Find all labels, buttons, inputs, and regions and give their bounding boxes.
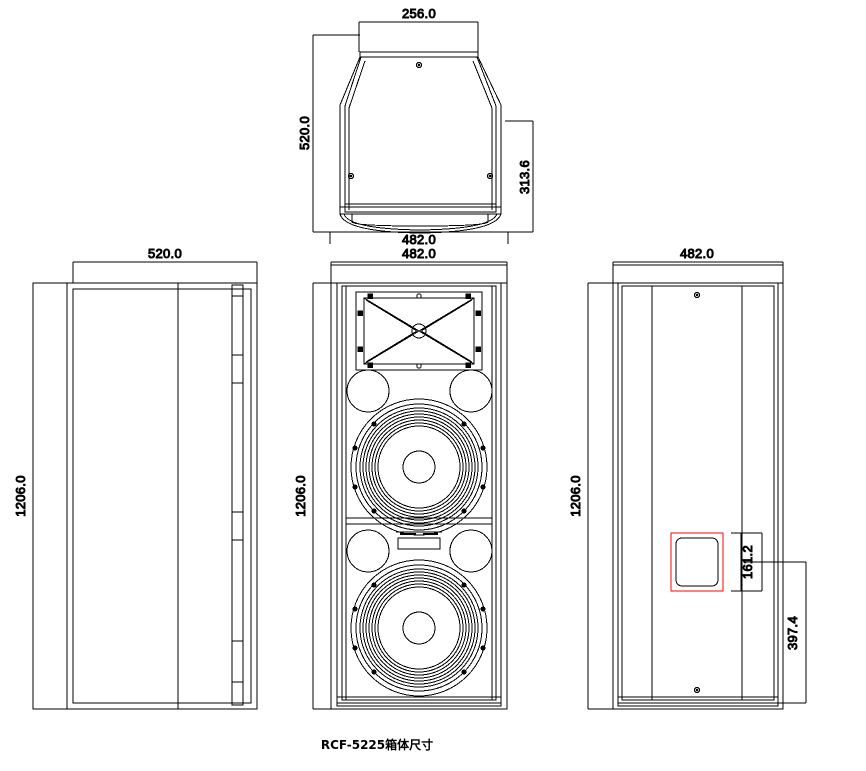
horn-bolt-tl: [367, 293, 373, 299]
front-view-port-label: [397, 537, 441, 550]
horn-bolt-mr: [475, 310, 481, 316]
horn-waveguide-line-b2: [420, 299, 473, 332]
horn-outer-frame: [355, 291, 483, 371]
dimension-top-side-height: [505, 120, 534, 233]
rear-view: 482.0 1206.0 161.2 397.4: [568, 246, 807, 710]
lower-mid-driver-right: [449, 529, 493, 573]
lower-woofer-surround-outer: [350, 559, 488, 697]
top-view-handle-detail: [339, 203, 502, 234]
upper-mid-driver-right: [449, 369, 493, 413]
drawing-caption: RCF-5225箱体尺寸: [321, 737, 433, 752]
front-view-baffle: [336, 282, 502, 704]
label-left-height: 1206.0: [13, 475, 28, 517]
label-top-side-height: 313.6: [517, 160, 532, 194]
lower-woofer-surround: [355, 564, 483, 692]
front-view-baffle-inner: [341, 285, 497, 701]
front-view-section-divider: [346, 517, 492, 525]
label-top-width: 256.0: [402, 6, 436, 21]
lower-woofer-dustcap: [402, 611, 436, 645]
rear-view-bottom-plinth: [617, 696, 779, 707]
horn-waveguide-line-a2: [365, 299, 418, 332]
horn-waveguide-line-a: [363, 297, 420, 332]
label-rear-detail-height: 161.2: [740, 545, 755, 579]
horn-bolt-ml2: [357, 346, 363, 352]
label-top-bottom-width: 482.0: [402, 232, 436, 247]
label-rear-detail-offset: 397.4: [785, 616, 800, 650]
label-top-height: 520.0: [297, 116, 312, 150]
horn-waveguide-line-c2: [365, 330, 418, 363]
rear-view-panel-inner: [621, 285, 775, 701]
horn-waveguide-line-b: [418, 297, 475, 332]
rear-view-connector-plate: [675, 537, 719, 587]
horn-waveguide-line-d: [418, 330, 475, 365]
left-view-side-rail: [231, 284, 244, 706]
label-rear-height: 1206.0: [568, 475, 583, 517]
upper-woofer-cone: [377, 425, 461, 509]
rear-view-mounting-holes: [693, 291, 701, 694]
top-view-bevel-line-right: [472, 60, 493, 210]
upper-woofer-dustcap: [402, 450, 436, 484]
dimension-top-width: [358, 21, 479, 52]
front-view-bottom-plinth: [336, 696, 502, 707]
top-view: 256.0 520.0 313.6 482.0: [297, 6, 534, 248]
horn-throat: [411, 323, 427, 339]
rear-view-highlight-box: [670, 532, 724, 592]
lower-woofer-cone: [377, 586, 461, 670]
dimension-top-bottom-width: [329, 231, 509, 244]
top-view-mounting-holes: [347, 61, 494, 180]
label-front-width: 482.0: [402, 246, 436, 261]
upper-mid-driver-left: [346, 369, 390, 413]
upper-woofer-surround-outer: [350, 398, 488, 536]
label-rear-width: 482.0: [680, 246, 714, 261]
dimension-rear-height: [587, 282, 614, 710]
front-view: 482.0 1206.0: [293, 246, 508, 710]
front-view-port-slot: [396, 531, 442, 536]
top-view-inner-outline: [344, 56, 497, 213]
rear-view-panel: [617, 282, 779, 704]
upper-woofer: [350, 398, 488, 536]
top-view-bevel-line: [348, 60, 366, 210]
horn-bolt-tc: [416, 293, 422, 299]
left-view-front-panel: [66, 282, 258, 710]
horn-bolt-bl: [367, 362, 373, 368]
dimension-left-depth: [72, 261, 258, 283]
lower-woofer: [350, 559, 488, 697]
lower-mid-driver-left: [346, 529, 390, 573]
horn-bolt-bc: [416, 363, 422, 369]
label-left-depth: 520.0: [148, 246, 182, 261]
label-front-height: 1206.0: [293, 475, 308, 517]
horn-assembly: [355, 291, 483, 371]
horn-bolt-mr2: [475, 346, 481, 352]
horn-waveguide-line-c: [363, 330, 420, 365]
horn-bolt-tr: [465, 293, 471, 299]
horn-waveguide-line-d2: [420, 330, 473, 363]
left-side-view: 520.0 1206.0: [13, 246, 258, 710]
horn-bolt-ml: [357, 310, 363, 316]
dimension-rear-detail-offset: [744, 561, 807, 704]
upper-woofer-surround: [355, 403, 483, 531]
left-view-inner-panel: [72, 288, 252, 704]
horn-bolt-br: [465, 362, 471, 368]
dimension-front-height: [312, 282, 333, 710]
